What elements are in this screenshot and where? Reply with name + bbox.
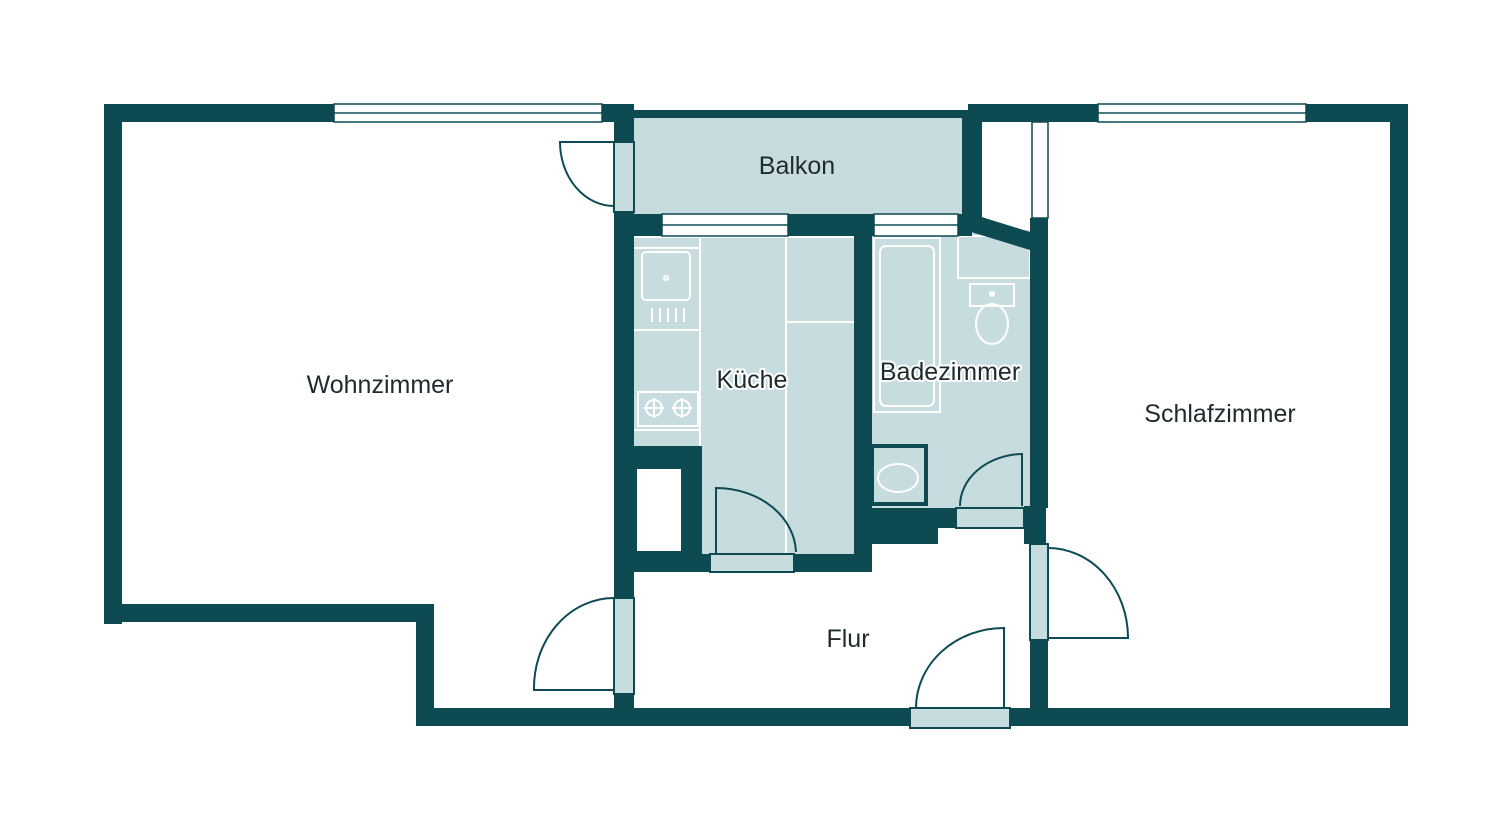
label-badezimmer: Badezimmer: [880, 358, 1020, 386]
label-balkon: Balkon: [759, 152, 835, 180]
sink-icon: [641, 251, 691, 301]
stove-icon: [637, 391, 699, 427]
basin-icon: [877, 463, 919, 493]
windows: [333, 103, 1307, 237]
door-balkon: [613, 141, 635, 213]
bath-fixtures: [870, 235, 1031, 506]
diagonal-wall: [958, 214, 1030, 250]
doors: [532, 141, 1130, 729]
toilet-tank: [969, 283, 1015, 307]
door-kueche: [709, 553, 795, 573]
door-entrance: [909, 707, 1011, 729]
bathtub-icon: [873, 237, 941, 413]
walls: [104, 104, 1408, 726]
label-schlafzimmer: Schlafzimmer: [1144, 400, 1295, 428]
toilet-icon: [975, 303, 1009, 345]
door-bad: [955, 507, 1025, 529]
door-wohnzimmer: [613, 597, 635, 695]
shaded-areas: [628, 117, 1030, 556]
closet: [631, 463, 687, 557]
label-kueche: Küche: [717, 366, 788, 394]
door-schlafzimmer: [1029, 543, 1049, 641]
label-flur: Flur: [826, 625, 869, 653]
label-wohnzimmer: Wohnzimmer: [307, 371, 454, 399]
window-vertical: [1031, 121, 1049, 219]
balkon-area: [628, 117, 962, 214]
